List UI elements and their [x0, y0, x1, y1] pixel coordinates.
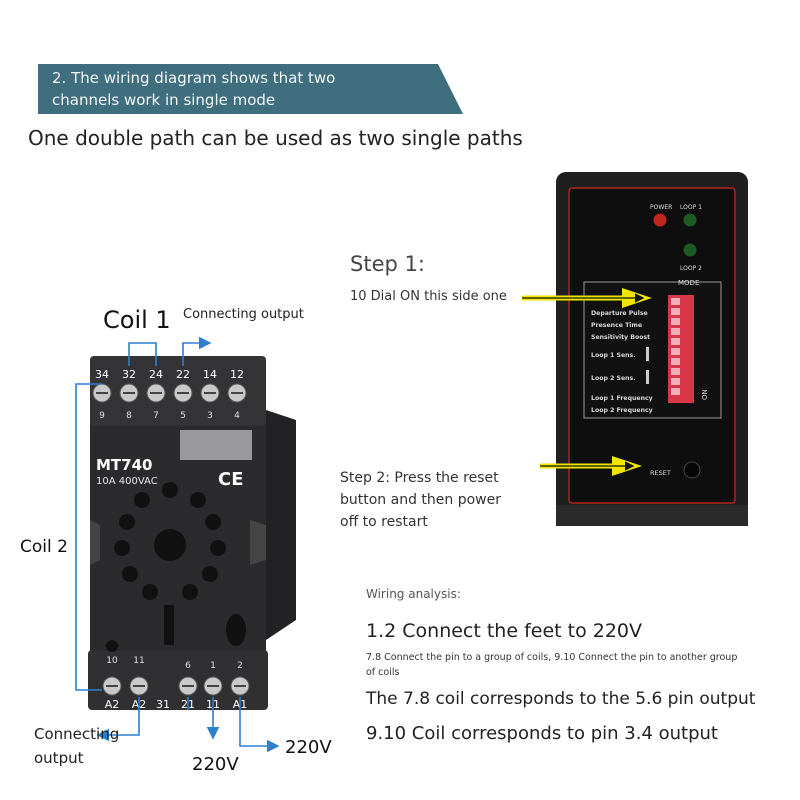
power-led: [653, 213, 667, 227]
analysis-small-line-2: of coils: [366, 667, 400, 678]
top-pin-3: 3: [207, 411, 213, 421]
title-banner: [38, 64, 463, 114]
top-terminal-32: 32: [122, 368, 136, 381]
bottom-pin-2: 2: [237, 661, 243, 671]
relay-socket-body: [88, 356, 296, 710]
bottom-terminal-screws: [102, 676, 250, 696]
reset-button[interactable]: [683, 461, 701, 479]
wiring-lines: [75, 336, 280, 753]
bottom-pin-1: 1: [210, 661, 216, 671]
relay-diagram: 34 32 24 22 14 12 9 8 7 5 3 4 MT740 10A …: [20, 306, 332, 775]
top-terminal-34: 34: [95, 368, 109, 381]
row-loop2-sens: Loop 2 Sens.: [591, 375, 636, 382]
top-pin-8: 8: [126, 411, 132, 421]
bottom-pin-11: 11: [133, 656, 144, 666]
bottom-label-a2-1: A2: [105, 698, 120, 711]
bottom-pin-6: 6: [185, 661, 191, 671]
label-plate: [180, 430, 252, 460]
reset-label: RESET: [650, 469, 671, 477]
step2-line-2: button and then power: [340, 492, 501, 508]
row-departure-pulse: Departure Pulse: [591, 310, 648, 317]
analysis-line-1: 1.2 Connect the feet to 220V: [366, 620, 643, 642]
top-terminal-12: 12: [230, 368, 244, 381]
top-terminal-24: 24: [149, 368, 163, 381]
step2-text: Step 2: Press the reset button and then …: [340, 467, 501, 533]
dip-switch[interactable]: [668, 295, 694, 403]
row-presence-time: Presence Time: [591, 322, 642, 329]
model-label: MT740: [96, 456, 152, 474]
banner-text: 2. The wiring diagram shows that two cha…: [52, 67, 432, 111]
ce-mark: CE: [218, 469, 244, 490]
analysis-line-2: The 7.8 coil corresponds to the 5.6 pin …: [366, 689, 756, 709]
banner-line-1: 2. The wiring diagram shows that two: [52, 69, 336, 87]
banner-line-2: channels work in single mode: [52, 91, 276, 109]
analysis-small-line-1: 7.8 Connect the pin to a group of coils,…: [366, 652, 738, 663]
connecting-output-bottom-label-2: output: [34, 749, 84, 767]
voltage-left-label: 220V: [192, 754, 239, 775]
top-terminal-screws: [92, 383, 247, 403]
voltage-right-label: 220V: [285, 737, 332, 758]
top-pin-5: 5: [180, 411, 186, 421]
analysis-line-3: 9.10 Coil corresponds to pin 3.4 output: [366, 723, 718, 744]
loop2-led: [683, 243, 697, 257]
step2-line-3: off to restart: [340, 514, 428, 530]
power-label: POWER: [650, 204, 672, 211]
rating-label: 10A 400VAC: [96, 476, 158, 487]
bottom-pin-10: 10: [106, 656, 118, 666]
subtitle: One double path can be used as two singl…: [28, 126, 523, 150]
loop1-led: [683, 213, 697, 227]
top-pin-9: 9: [99, 411, 105, 421]
top-pin-4: 4: [234, 411, 240, 421]
mode-label: MODE: [678, 279, 699, 287]
loop-detector-diagram: POWER LOOP 1 LOOP 2 MODE Departure Pulse…: [556, 172, 748, 526]
row-loop1-sens: Loop 1 Sens.: [591, 352, 636, 359]
step2-line-1: Step 2: Press the reset: [340, 470, 499, 486]
coil-2-label: Coil 2: [20, 537, 68, 557]
on-label: ON: [701, 389, 709, 400]
top-pin-7: 7: [153, 411, 159, 421]
connecting-output-bottom-label-1: Connecting: [34, 725, 119, 743]
mode-panel: [583, 281, 722, 419]
row-sensitivity-boost: Sensitivity Boost: [591, 334, 650, 341]
row-loop2-frequency: Loop 2 Frequency: [591, 407, 653, 414]
bottom-label-31: 31: [156, 698, 170, 711]
loop1-label: LOOP 1: [680, 204, 702, 211]
top-terminal-14: 14: [203, 368, 217, 381]
step-arrows: [522, 288, 652, 476]
row-loop1-frequency: Loop 1 Frequency: [591, 395, 653, 402]
loop2-label: LOOP 2: [680, 265, 702, 272]
coil-1-label: Coil 1: [103, 306, 171, 334]
analysis-title: Wiring analysis:: [366, 587, 461, 601]
top-terminal-22: 22: [176, 368, 190, 381]
connecting-output-top-label: Connecting output: [183, 307, 304, 322]
step1-title: Step 1:: [350, 252, 425, 276]
step1-text: 10 Dial ON this side one: [350, 289, 507, 304]
